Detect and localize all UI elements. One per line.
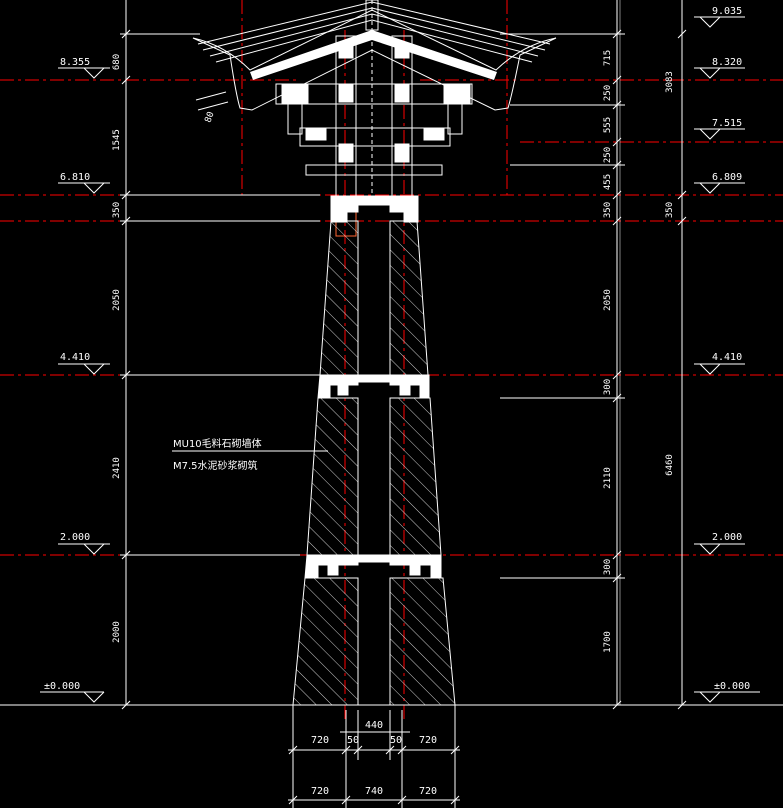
beam bbox=[305, 164, 443, 176]
dim-label: 720 bbox=[419, 735, 437, 746]
column-block bbox=[394, 45, 410, 59]
dim-label: 720 bbox=[311, 735, 329, 746]
bracket-cap bbox=[281, 83, 309, 105]
elev-right-8320: 8.320 bbox=[694, 57, 745, 79]
dim-label: 1700 bbox=[603, 631, 613, 653]
bracket-dim-line bbox=[195, 91, 227, 101]
elev-right-6809: 6.809 bbox=[694, 172, 745, 194]
dim-label: 2000 bbox=[112, 621, 122, 643]
roof-ridge-board bbox=[250, 30, 497, 80]
bracket-cap bbox=[443, 83, 471, 105]
elev-right-9035: 9.035 bbox=[694, 6, 745, 28]
dim-label: 350 bbox=[665, 202, 675, 218]
bracket-dim-line bbox=[197, 101, 229, 111]
note-line-1: MU10毛料石砌墙体 bbox=[173, 437, 262, 450]
elev-label: 6.810 bbox=[60, 172, 90, 183]
column-block bbox=[394, 143, 410, 163]
column bbox=[391, 35, 413, 197]
tower-body bbox=[292, 195, 456, 706]
dim-label: 2410 bbox=[112, 457, 122, 479]
dim-label: 555 bbox=[603, 117, 613, 133]
dim-label: 50 bbox=[347, 735, 359, 746]
dim-label: 740 bbox=[365, 786, 383, 797]
dim-label: 715 bbox=[603, 50, 613, 66]
elev-label: 9.035 bbox=[712, 6, 742, 17]
wall-left-upper bbox=[319, 220, 359, 376]
wall-right-lower bbox=[389, 577, 456, 706]
elev-left-0000: ±0.000 bbox=[40, 681, 105, 703]
wall-right-upper bbox=[389, 220, 429, 376]
wall-right-middle bbox=[389, 397, 442, 556]
note-line-2: M7.5水泥砂浆砌筑 bbox=[173, 459, 258, 472]
elev-label: 8.355 bbox=[60, 57, 90, 68]
elev-label: ±0.000 bbox=[44, 681, 80, 692]
elev-label: 8.320 bbox=[712, 57, 742, 68]
column-block bbox=[338, 83, 354, 103]
elev-right-7515: 7.515 bbox=[694, 118, 745, 140]
dim-label: 2050 bbox=[112, 289, 122, 311]
base-lines bbox=[0, 0, 783, 706]
bottom-dim-labels: 720 50 440 50 720 720 740 720 bbox=[311, 720, 437, 797]
elev-label: ±0.000 bbox=[714, 681, 750, 692]
elevation-markers: 8.355 6.810 4.410 2.000 ±0.000 9.035 bbox=[40, 6, 760, 703]
material-note: MU10毛料石砌墙体 M7.5水泥砂浆砌筑 bbox=[172, 437, 328, 472]
dim-label: 440 bbox=[365, 720, 383, 731]
dim-label: 455 bbox=[603, 174, 613, 190]
roof-line bbox=[215, 19, 533, 63]
elev-label: 7.515 bbox=[712, 118, 742, 129]
elev-right-4410: 4.410 bbox=[694, 352, 745, 375]
dims-left: 680 1545 350 2050 2410 2000 bbox=[112, 54, 122, 643]
dim-label: 250 bbox=[603, 85, 613, 101]
bracket-cap bbox=[305, 127, 327, 141]
beam bbox=[275, 83, 473, 105]
bottom-dimensions bbox=[288, 705, 460, 808]
dim-label: 300 bbox=[603, 559, 613, 575]
elev-label: 2.000 bbox=[60, 532, 90, 543]
elev-left-8355: 8.355 bbox=[58, 57, 110, 79]
dim-label: 2050 bbox=[603, 289, 613, 311]
elev-right-0000: ±0.000 bbox=[694, 681, 760, 703]
ring-beam-upper bbox=[317, 374, 430, 399]
dims-right-outer: 3083 350 6460 bbox=[665, 71, 675, 476]
dim-label: 250 bbox=[603, 147, 613, 163]
cap-band-top bbox=[330, 195, 419, 223]
dim-label: 3083 bbox=[665, 71, 675, 93]
elev-left-6810: 6.810 bbox=[58, 172, 110, 194]
dim-ticks bbox=[121, 29, 687, 710]
dim-label: 350 bbox=[112, 202, 122, 218]
beam bbox=[299, 127, 451, 147]
column-block bbox=[338, 143, 354, 163]
elev-label: 4.410 bbox=[60, 352, 90, 363]
column-block bbox=[338, 45, 354, 59]
dim-label: 720 bbox=[419, 786, 437, 797]
dim-label: 50 bbox=[390, 735, 402, 746]
elev-left-4410: 4.410 bbox=[58, 352, 110, 375]
roof bbox=[192, 0, 557, 195]
dim-label: 350 bbox=[603, 202, 613, 218]
column-block bbox=[394, 83, 410, 103]
elev-label: 6.809 bbox=[712, 172, 742, 183]
dim-label: 2110 bbox=[603, 467, 613, 489]
roof-outline bbox=[192, 9, 557, 111]
dim-label: 1545 bbox=[112, 129, 122, 151]
dim-label: 300 bbox=[603, 379, 613, 395]
ring-beam-lower bbox=[304, 554, 442, 579]
elev-label: 4.410 bbox=[712, 352, 742, 363]
dim-label: 680 bbox=[112, 54, 122, 70]
elev-left-2000: 2.000 bbox=[58, 532, 110, 555]
wall-left-middle bbox=[306, 397, 359, 556]
bracket-dim-label: 80 bbox=[204, 111, 217, 125]
timber-frame bbox=[275, 35, 473, 237]
dims-right-inner: 715 250 555 250 455 350 2050 300 2110 30… bbox=[603, 50, 613, 653]
dim-label: 6460 bbox=[665, 454, 675, 476]
elev-right-2000: 2.000 bbox=[694, 532, 745, 555]
elev-label: 2.000 bbox=[712, 532, 742, 543]
dim-label: 720 bbox=[311, 786, 329, 797]
wall-left-lower bbox=[292, 577, 359, 706]
bracket-cap bbox=[423, 127, 445, 141]
